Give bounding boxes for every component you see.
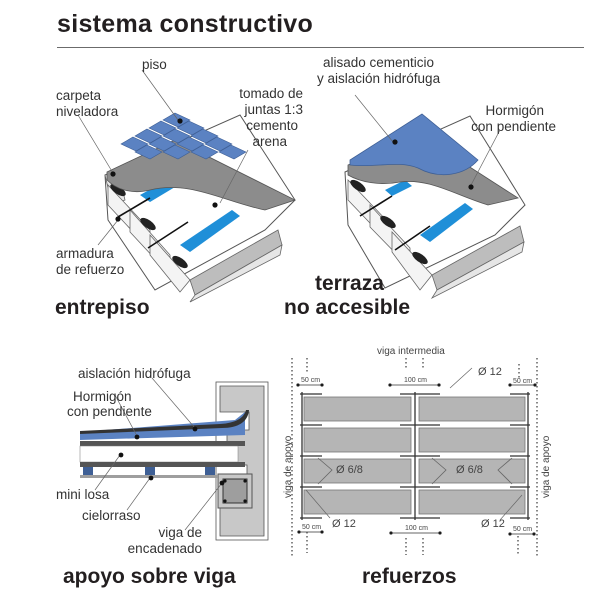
section-title-apoyo: apoyo sobre viga [63, 565, 236, 588]
title-divider [57, 47, 584, 48]
entrepiso-markers [110, 118, 218, 222]
apoyo-hormigon-pendiente [80, 412, 245, 440]
dim-50-bottom-right: 50 cm [513, 526, 533, 533]
label-apoyo-hormigon-2: con pendiente [67, 404, 152, 419]
apoyo-cielorraso [80, 475, 218, 478]
floor-tiles [120, 112, 247, 160]
label-hormigon-1: Hormigón [485, 103, 544, 118]
label-viga-intermedia: viga intermedia [377, 346, 445, 357]
apoyo-mini-losa [80, 462, 245, 467]
label-tomado-1: tomado de [239, 86, 303, 101]
label-apoyo-aislacion: aislación hidrófuga [78, 366, 191, 381]
carpeta-layer [106, 139, 297, 211]
section-title-entrepiso: entrepiso [55, 296, 150, 319]
label-alisado-1: alisado cementicio [323, 55, 435, 70]
label-viga-2: encadenado [127, 541, 202, 556]
apoyo-top-layer [80, 441, 245, 446]
chevron-bars [317, 457, 513, 485]
dim-50-top-right: 50 cm [513, 378, 533, 385]
aislacion-layer [349, 113, 479, 175]
label-apoyo-hormigon-1: Hormigón [73, 389, 132, 404]
dim-50-bottom-left: 50 cm [302, 524, 322, 531]
dimension-lines [296, 383, 537, 536]
rebar-grid [300, 392, 530, 520]
terraza-leaders [354, 94, 501, 188]
refuerzos-leaders [305, 367, 523, 521]
page-title: sistema constructivo [57, 10, 314, 38]
dim-50-top-left: 50 cm [301, 377, 321, 384]
label-tomado-2: juntas 1:3 [244, 102, 303, 117]
label-diam-68-left: Ø 6/8 [336, 464, 363, 476]
label-cielorraso: cielorraso [82, 508, 141, 523]
section-title-terraza-2: no accesible [284, 296, 411, 319]
label-carpeta-1: carpeta [56, 88, 102, 103]
section-title-terraza-1: terraza [315, 272, 384, 295]
dim-100-bottom: 100 cm [405, 525, 428, 532]
label-diam-68-right: Ø 6/8 [456, 464, 483, 476]
viga-apoyo-dotted-lines [291, 358, 538, 556]
label-carpeta-2: niveladora [56, 104, 119, 119]
label-armadura-2: de refuerzo [56, 262, 125, 277]
label-tomado-4: arena [252, 134, 287, 149]
label-tomado-3: cemento [246, 118, 298, 133]
label-alisado-2: y aislación hidrófuga [317, 71, 441, 86]
label-diam-12-top: Ø 12 [478, 366, 502, 378]
apoyo-markers [118, 426, 225, 486]
viga-encadenado [215, 381, 269, 541]
terraza-markers [392, 139, 474, 190]
apoyo-aislacion [80, 410, 249, 434]
label-mini-losa: mini losa [56, 487, 110, 502]
label-viga-1: viga de [158, 525, 202, 540]
label-viga-apoyo-right: viga de apoyo [541, 435, 552, 498]
label-piso: piso [142, 57, 167, 72]
label-viga-apoyo-left: viga de apoyo [283, 435, 294, 498]
label-armadura-1: armadura [56, 246, 114, 261]
apoyo-leaders [94, 377, 223, 531]
entrepiso-leaders [77, 69, 249, 246]
dim-100-top: 100 cm [404, 377, 427, 384]
section-title-refuerzos: refuerzos [362, 565, 457, 588]
label-hormigon-2: con pendiente [471, 119, 556, 134]
label-diam-12-bottom-left: Ø 12 [332, 518, 356, 530]
label-diam-12-bottom-right: Ø 12 [481, 518, 505, 530]
